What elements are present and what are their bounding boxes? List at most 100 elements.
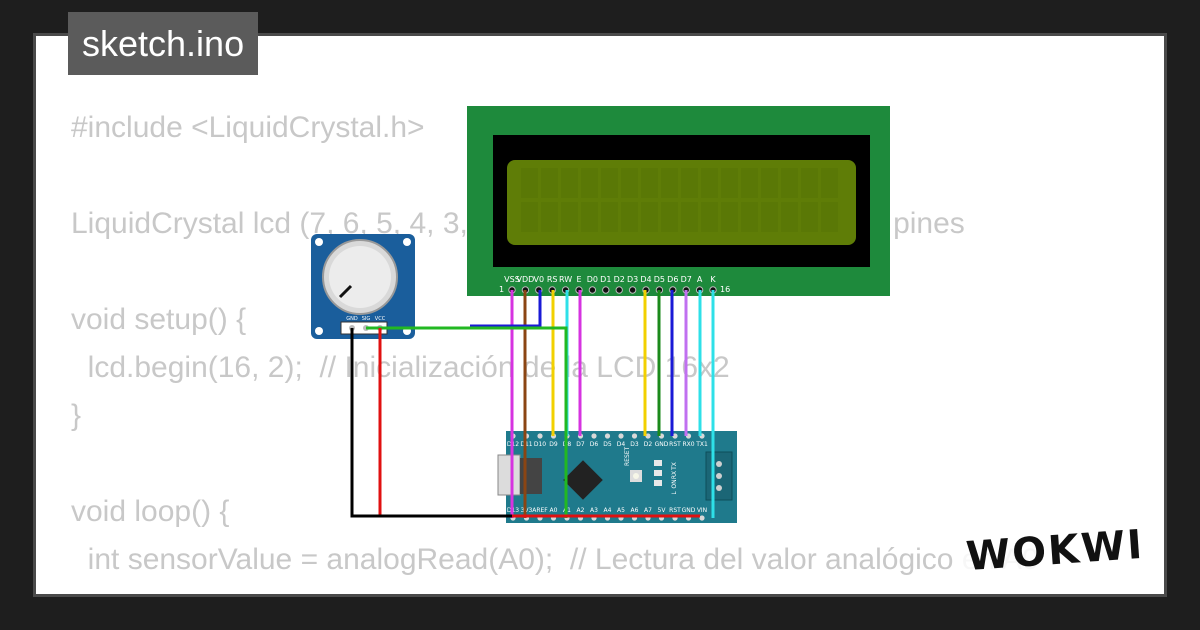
nano-pin bbox=[604, 433, 611, 439]
lcd-cell bbox=[621, 168, 638, 198]
nano-pin bbox=[631, 433, 638, 439]
lcd-cell bbox=[681, 168, 698, 198]
lcd-cell bbox=[701, 168, 718, 198]
nano-pin-label: 3V3 bbox=[521, 507, 533, 514]
lcd-cell bbox=[741, 168, 758, 198]
lcd-cell bbox=[781, 202, 798, 232]
nano-pin-label: AREF bbox=[532, 507, 548, 514]
nano-pin-label: D7 bbox=[576, 441, 585, 448]
lcd-pin-label: VSS bbox=[504, 275, 520, 284]
lcd-cell bbox=[701, 202, 718, 232]
pot-pin-label: VCC bbox=[375, 316, 386, 322]
lcd-pin-label: RW bbox=[559, 275, 572, 284]
lcd-pin-label: D0 bbox=[587, 275, 598, 284]
nano-pin-label: A7 bbox=[644, 507, 652, 514]
nano-pin-label: GND bbox=[655, 441, 669, 448]
lcd-cell bbox=[621, 202, 638, 232]
lcd-cell bbox=[521, 168, 538, 198]
lcd-cell bbox=[801, 168, 818, 198]
lcd-cell bbox=[781, 168, 798, 198]
code-line: float voltage = sensorValue * (5.0 / 102… bbox=[71, 584, 1039, 594]
nano-pin-label: RST bbox=[669, 507, 681, 514]
pot-knob-indicator bbox=[338, 284, 353, 299]
lcd-pin-label: D1 bbox=[600, 275, 611, 284]
microcontroller-chip bbox=[563, 460, 603, 500]
reset-button-cap[interactable] bbox=[633, 473, 639, 479]
lcd-cell bbox=[561, 202, 578, 232]
lcd-pin-label: D3 bbox=[627, 275, 638, 284]
lcd-cell bbox=[741, 202, 758, 232]
nano-pin-label: TX1 bbox=[695, 441, 708, 448]
nano-pin-label: D10 bbox=[534, 441, 546, 448]
lcd-cell bbox=[601, 202, 618, 232]
lcd-cell bbox=[761, 168, 778, 198]
potentiometer[interactable]: GND SIG VCC bbox=[311, 234, 415, 339]
lcd-cell bbox=[541, 202, 558, 232]
code-line: } bbox=[71, 399, 82, 432]
code-line: int sensorValue = analogRead(A0); // Lec… bbox=[71, 543, 1039, 576]
nano-pin-label: D6 bbox=[590, 441, 599, 448]
lcd-pin-label: D5 bbox=[654, 275, 665, 284]
wires bbox=[350, 290, 715, 518]
usb-connector bbox=[497, 454, 521, 496]
nano-pin-label: A0 bbox=[550, 507, 558, 514]
nano-pin-label: RST bbox=[669, 441, 681, 448]
nano-pin-label: A3 bbox=[590, 507, 598, 514]
nano-pin-label: D11 bbox=[520, 441, 532, 448]
lcd-cell bbox=[661, 168, 678, 198]
lcd-pin-label: D7 bbox=[681, 275, 692, 284]
lcd-pin-label: K bbox=[710, 275, 716, 284]
lcd-cell bbox=[601, 168, 618, 198]
lcd-pin bbox=[602, 286, 610, 294]
pot-hole bbox=[315, 238, 323, 246]
nano-pin bbox=[537, 433, 543, 439]
lcd-pin-label: RS bbox=[547, 275, 558, 284]
nano-pin-label: GND bbox=[682, 507, 696, 514]
nano-pin bbox=[699, 515, 705, 521]
lcd-cell bbox=[581, 168, 598, 198]
nano-led-label: ON bbox=[671, 479, 678, 488]
lcd-cell bbox=[821, 168, 838, 198]
code-line: void setup() { bbox=[71, 303, 247, 336]
nano-led-label: RX bbox=[671, 471, 678, 479]
lcd-pin-last: 16 bbox=[720, 285, 730, 294]
nano-pin bbox=[618, 433, 624, 439]
nano-pin-label: A4 bbox=[604, 507, 612, 514]
code-line: void loop() { bbox=[71, 495, 230, 528]
lcd-pin-label: V0 bbox=[534, 275, 545, 284]
lcd-cell bbox=[641, 202, 658, 232]
lcd-pin-label: D4 bbox=[640, 275, 651, 284]
pot-hole bbox=[315, 327, 323, 335]
lcd-pin-label: D2 bbox=[614, 275, 625, 284]
lcd-cell bbox=[581, 202, 598, 232]
lcd-cell bbox=[761, 202, 778, 232]
pot-pin-label: SIG bbox=[362, 316, 371, 322]
nano-pin-label: A6 bbox=[631, 507, 639, 514]
icsp-pin bbox=[716, 461, 722, 467]
led bbox=[654, 470, 662, 476]
led bbox=[654, 480, 662, 486]
wire-pot-sig-a0 bbox=[366, 326, 568, 518]
nano-pin-label: 5V bbox=[658, 507, 667, 514]
lcd-pin-first: 1 bbox=[499, 285, 504, 294]
lcd-pin bbox=[628, 286, 637, 294]
nano-pin-label: D9 bbox=[549, 441, 558, 448]
nano-pin-label: D4 bbox=[617, 441, 626, 448]
led bbox=[654, 460, 662, 466]
code-line: #include <LiquidCrystal.h> bbox=[71, 111, 425, 144]
lcd-cell bbox=[721, 202, 738, 232]
nano-pin-label: A2 bbox=[577, 507, 585, 514]
lcd-cell bbox=[721, 168, 738, 198]
code-line: lcd.begin(16, 2); // Inicialización de l… bbox=[71, 351, 730, 384]
pot-knob[interactable] bbox=[329, 246, 391, 308]
nano-led-label: L bbox=[671, 491, 678, 495]
nano-pin-label: D5 bbox=[603, 441, 612, 448]
sketch-title: sketch.ino bbox=[68, 12, 259, 75]
pot-pin-label: GND bbox=[346, 316, 358, 322]
lcd-pin-label: A bbox=[697, 275, 703, 284]
lcd-cell bbox=[521, 202, 538, 232]
lcd-pin bbox=[615, 286, 623, 294]
